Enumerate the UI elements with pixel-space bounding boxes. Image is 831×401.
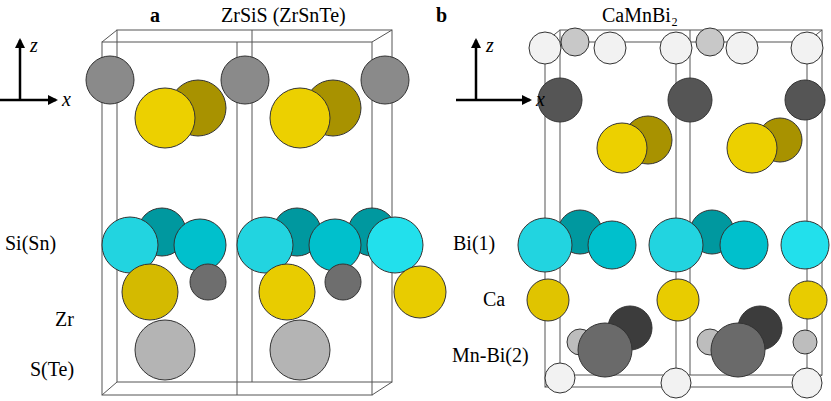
- atom-label: Si(Sn): [5, 232, 56, 255]
- axis-label: x: [536, 88, 545, 111]
- atom-label: Ca: [483, 288, 505, 311]
- panel-title: ZrSiS (ZrSnTe): [221, 4, 346, 27]
- panel-letter: b: [436, 4, 447, 27]
- axis-label: z: [30, 34, 38, 57]
- panel-title: CaMnBi₂: [602, 4, 678, 27]
- atom-label: Bi(1): [453, 232, 495, 255]
- atom-label: S(Te): [30, 358, 74, 381]
- panel-letter: a: [150, 4, 160, 27]
- atom-label: Zr: [55, 308, 74, 331]
- axis-label: x: [62, 88, 71, 111]
- atom-label: Mn-Bi(2): [452, 344, 529, 367]
- axis-label: z: [486, 34, 494, 57]
